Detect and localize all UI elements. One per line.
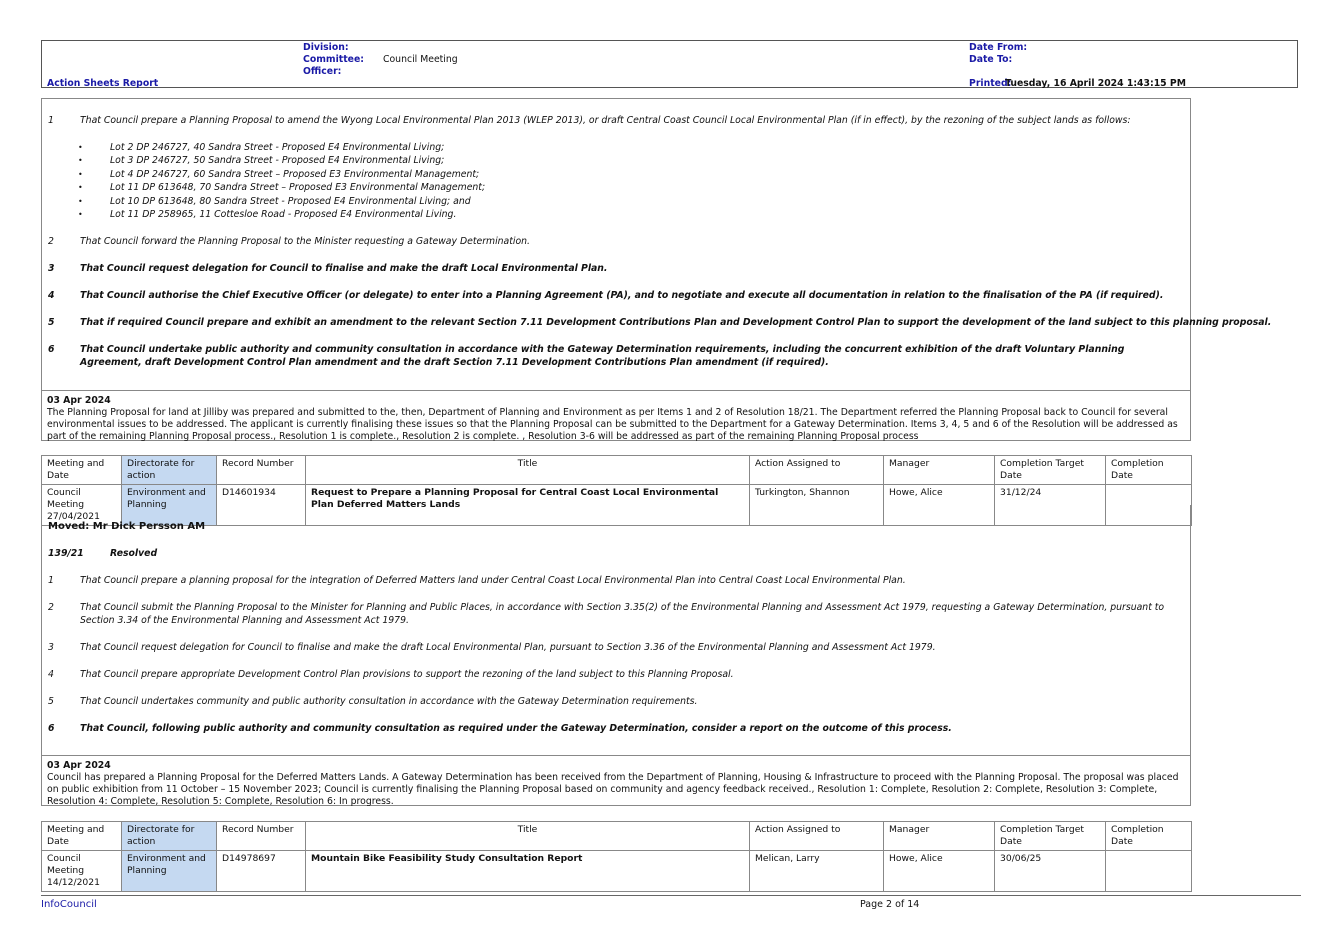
printed-label: Printed: [969,78,1012,89]
completion-cell [1105,484,1192,526]
printed-value: Tuesday, 16 April 2024 1:43:15 PM [1005,78,1186,89]
completion-cell [1105,850,1192,892]
date-to-label: Date To: [969,54,1013,65]
assigned-cell: Melican, Larry [749,850,884,892]
action-table-1: Meeting and Date Directorate for action … [41,455,1192,526]
directorate-cell: Environment and Planning [121,484,217,526]
update-note: 03 Apr 2024 The Planning Proposal for la… [42,390,1190,443]
list-item: •Lot 11 DP 613648, 70 Sandra Street – Pr… [78,182,486,193]
directorate-cell: Environment and Planning [121,850,217,892]
page-number: Page 2 of 14 [860,899,920,910]
col-assigned: Action Assigned to [749,455,884,485]
moved-by: Moved: Mr Dick Persson AM [48,521,206,532]
assigned-cell: Turkington, Shannon [749,484,884,526]
title-cell: Mountain Bike Feasibility Study Consulta… [305,850,750,892]
list-item: •Lot 10 DP 613648, 80 Sandra Street - Pr… [78,196,471,207]
table-row: Council Meeting 27/04/2021 Environment a… [41,484,1192,526]
title-cell: Request to Prepare a Planning Proposal f… [305,484,750,526]
meeting-cell: Council Meeting 14/12/2021 [41,850,122,892]
col-assigned: Action Assigned to [749,821,884,851]
table-header-row: Meeting and Date Directorate for action … [41,455,1192,485]
manager-cell: Howe, Alice [883,850,995,892]
list-item: •Lot 2 DP 246727, 40 Sandra Street - Pro… [78,142,445,153]
col-title: Title [305,821,750,851]
list-item: •Lot 4 DP 246727, 60 Sandra Street – Pro… [78,169,480,180]
target-cell: 30/06/25 [994,850,1106,892]
list-item: •Lot 3 DP 246727, 50 Sandra Street - Pro… [78,155,445,166]
col-meeting: Meeting and Date [41,821,122,851]
update-date: 03 Apr 2024 [47,760,111,771]
col-title: Title [305,455,750,485]
action-table-2: Meeting and Date Directorate for action … [41,821,1192,892]
division-label: Division: [303,42,349,53]
report-title: Action Sheets Report [47,78,159,89]
footer-divider [41,895,1301,896]
date-from-label: Date From: [969,42,1028,53]
col-directorate: Directorate for action [121,455,217,485]
col-target: Completion Target Date [994,455,1106,485]
col-directorate: Directorate for action [121,821,217,851]
col-manager: Manager [883,455,995,485]
committee-label: Committee: [303,54,364,65]
col-meeting: Meeting and Date [41,455,122,485]
col-completion: Completion Date [1105,455,1192,485]
officer-label: Officer: [303,66,342,77]
col-manager: Manager [883,821,995,851]
target-cell: 31/12/24 [994,484,1106,526]
record-cell: D14978697 [216,850,306,892]
col-target: Completion Target Date [994,821,1106,851]
col-completion: Completion Date [1105,821,1192,851]
update-text: The Planning Proposal for land at Jillib… [47,407,1178,442]
col-record: Record Number [216,821,306,851]
update-text: Council has prepared a Planning Proposal… [47,772,1179,807]
list-item: •Lot 11 DP 258965, 11 Cottesloe Road - P… [78,209,457,220]
update-note: 03 Apr 2024 Council has prepared a Plann… [42,755,1190,808]
table-header-row: Meeting and Date Directorate for action … [41,821,1192,851]
record-cell: D14601934 [216,484,306,526]
col-record: Record Number [216,455,306,485]
report-header: Division: Committee: Council Meeting Off… [41,40,1298,89]
meeting-cell: Council Meeting 27/04/2021 [41,484,122,526]
committee-value: Council Meeting [383,54,458,65]
table-row: Council Meeting 14/12/2021 Environment a… [41,850,1192,892]
footer-brand: InfoCouncil [41,899,97,910]
update-date: 03 Apr 2024 [47,395,111,406]
